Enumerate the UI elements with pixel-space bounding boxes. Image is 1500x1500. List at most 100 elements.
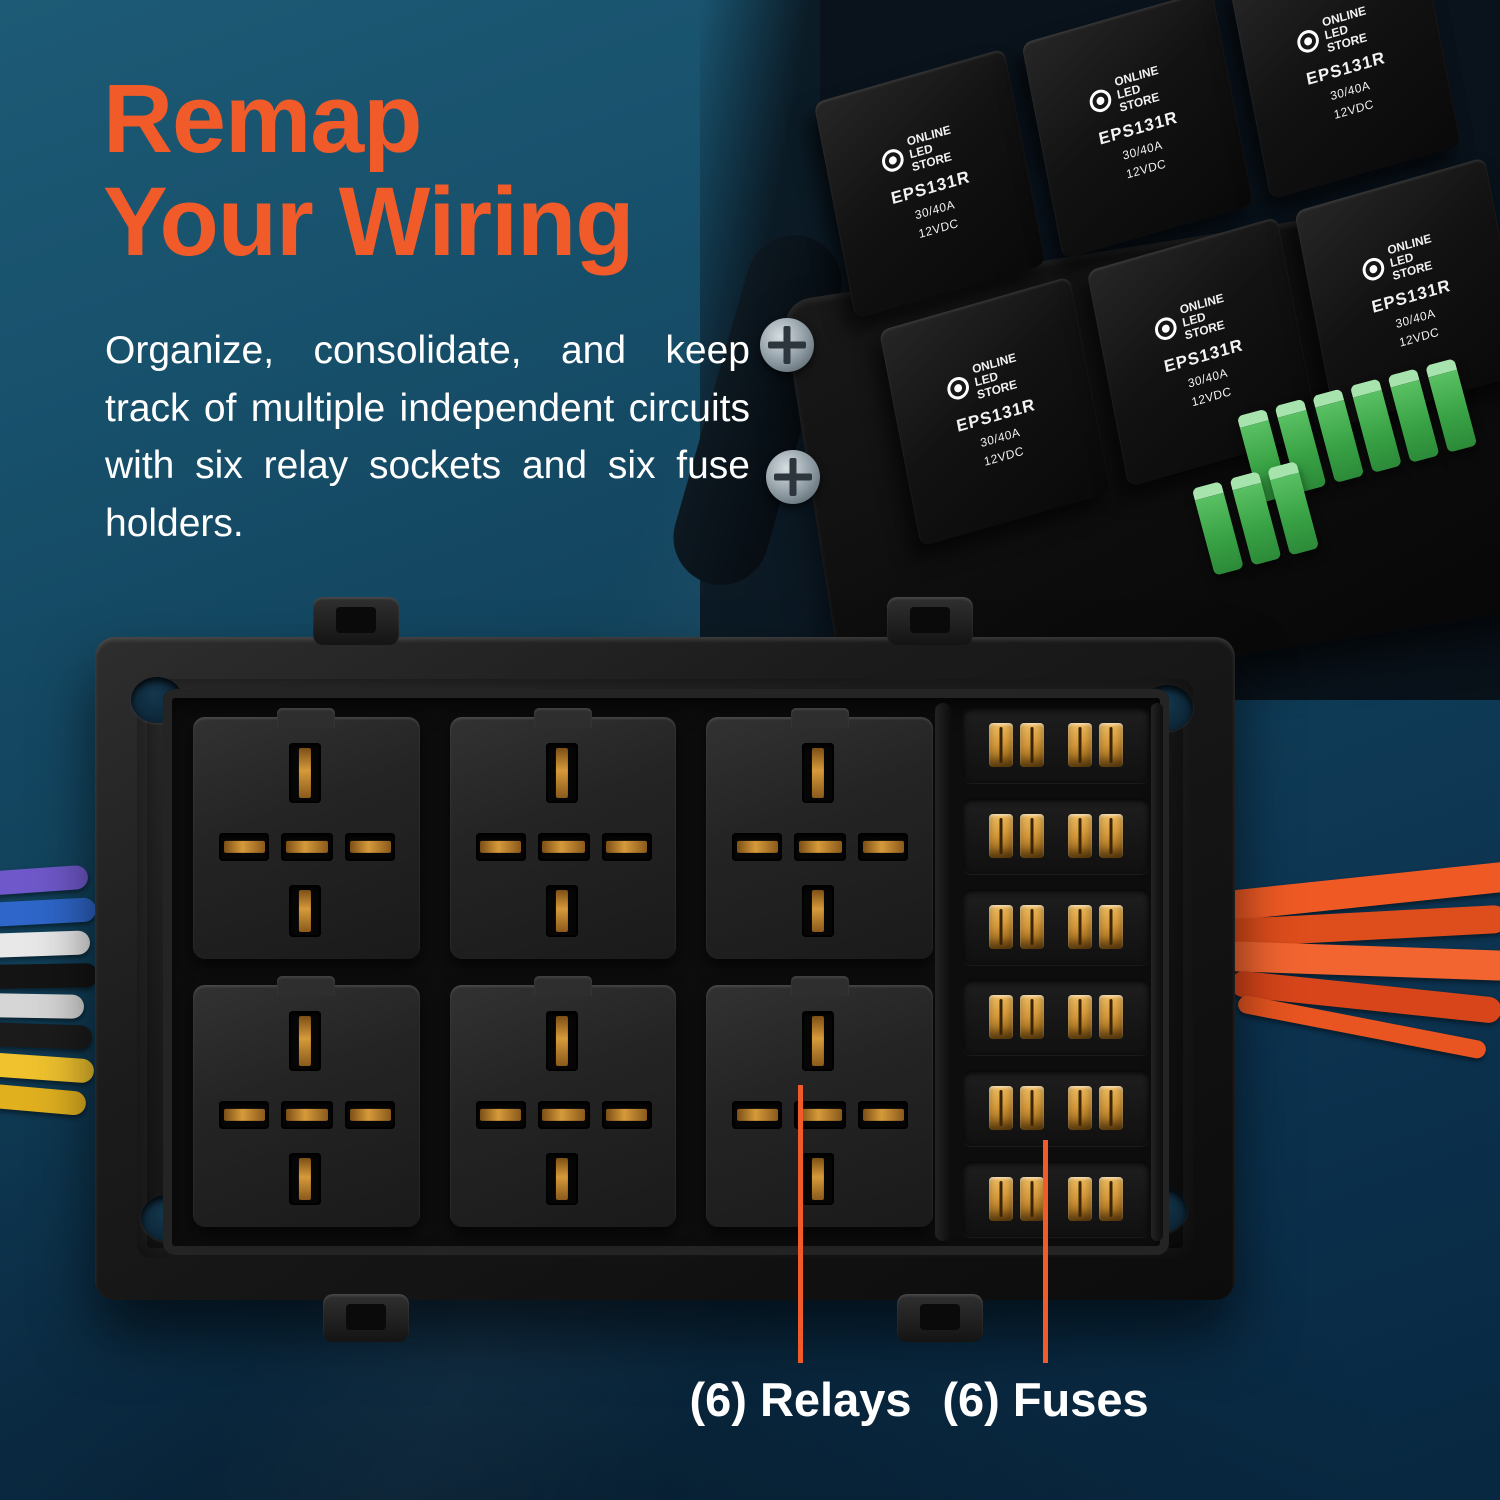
relay-socket-grid [193, 717, 933, 1227]
fuse-terminal [989, 995, 1044, 1040]
socket-slot [289, 1011, 321, 1071]
relay-cube: ONLINE LED STORE EPS131R 30/40A 12VDC [1021, 0, 1254, 259]
mounting-clip [887, 597, 973, 645]
relay-socket [449, 717, 677, 959]
socket-slot [345, 1101, 395, 1129]
brass-prong [1020, 995, 1044, 1040]
socket-slot [802, 743, 835, 803]
brass-prong [1020, 1176, 1044, 1221]
socket-slot [475, 1101, 526, 1129]
relays-leader-line [798, 1085, 803, 1363]
body-copy: Organize, consolidate, and keep track of… [105, 329, 750, 546]
fuse-holder [963, 979, 1149, 1056]
fuse-terminal [989, 1176, 1044, 1221]
wire-white [0, 993, 85, 1019]
brass-prong [1099, 995, 1123, 1040]
divider-wall [1151, 703, 1163, 1241]
led-store-logo-icon [944, 373, 971, 402]
socket-slot [732, 833, 783, 861]
socket-slot [601, 833, 652, 861]
headline-line-1: Remap [103, 64, 422, 173]
brass-prong [989, 995, 1013, 1040]
relay-socket [706, 985, 933, 1227]
fuse-terminal [989, 813, 1044, 858]
relay-brand-text: ONLINE LED STORE [905, 121, 953, 175]
socket-slot [281, 1101, 333, 1129]
socket-slot [545, 1153, 578, 1205]
brass-prong [989, 813, 1013, 858]
led-store-logo-icon [1360, 254, 1386, 283]
relay-socket [193, 717, 420, 959]
socket-slot [858, 1101, 909, 1129]
brass-prong [989, 723, 1013, 767]
relay-socket [449, 985, 677, 1227]
relay-socket [193, 985, 420, 1227]
socket-slot [281, 833, 333, 861]
socket-slot [475, 833, 526, 861]
relay-brand-text: ONLINE LED STORE [1113, 62, 1161, 116]
brass-prong [1068, 904, 1092, 949]
fuse-holder [963, 797, 1149, 874]
socket-slot [537, 833, 590, 861]
headline-line-2: Your Wiring [103, 166, 635, 276]
brass-prong [989, 904, 1013, 949]
relay-cube: ONLINE LED STORE EPS131R 30/40A 12VDC [1228, 0, 1462, 200]
wire-white [0, 930, 91, 958]
headline: Remap Your Wiring [103, 64, 635, 276]
fuse-holder-column [963, 707, 1149, 1237]
brass-prong [1068, 723, 1092, 767]
relay-socket [706, 717, 933, 959]
socket-slot [858, 833, 909, 861]
fuse-terminal [1068, 723, 1123, 767]
socket-slot [219, 833, 269, 861]
relay-brand-text: ONLINE LED STORE [970, 349, 1019, 403]
fuse-terminal [1068, 1086, 1123, 1131]
brass-prong [1020, 723, 1044, 767]
brass-prong [1099, 1086, 1123, 1131]
fuse-terminal [1068, 1176, 1123, 1221]
relays-callout-label: (6) Relays [689, 1373, 912, 1426]
mounting-clip [313, 597, 399, 645]
brass-prong [1068, 995, 1092, 1040]
socket-slot [545, 743, 578, 803]
fuse-holder [963, 707, 1149, 783]
socket-slot [289, 1153, 321, 1205]
fuse-terminal [989, 904, 1044, 949]
brass-prong [1020, 904, 1044, 949]
brass-prong [1020, 1086, 1044, 1131]
mounting-clip [323, 1294, 409, 1342]
brass-prong [1099, 904, 1123, 949]
fuse-terminal [989, 1086, 1044, 1131]
socket-slot [794, 833, 847, 861]
led-store-logo-icon [1294, 27, 1321, 56]
screw-icon [766, 450, 820, 504]
wire-black [0, 963, 99, 989]
fuses-leader-line [1043, 1140, 1048, 1363]
led-store-logo-icon [1152, 314, 1178, 342]
relay-brand-text: ONLINE LED STORE [1386, 230, 1434, 284]
socket-slot [219, 1101, 269, 1129]
socket-slot [802, 1153, 835, 1205]
fuse-terminal [989, 723, 1044, 767]
fuse-holder [963, 1160, 1149, 1237]
relay-brand-text: ONLINE LED STORE [1320, 2, 1369, 56]
socket-slot [545, 885, 578, 937]
brass-prong [1068, 1176, 1092, 1221]
brass-prong [1099, 813, 1123, 858]
relay-brand-text: ONLINE LED STORE [1178, 289, 1226, 343]
led-store-logo-icon [879, 146, 905, 175]
fuse-holder [963, 888, 1149, 965]
screw-icon [760, 318, 814, 372]
brass-prong [1068, 813, 1092, 858]
brass-prong [1068, 1086, 1092, 1131]
brass-prong [989, 1086, 1013, 1131]
socket-slot [545, 1011, 578, 1071]
fuse-terminal [1068, 995, 1123, 1040]
divider-wall [935, 703, 951, 1241]
fuse-terminal [1068, 813, 1123, 858]
socket-slot [601, 1101, 652, 1129]
socket-slot [289, 743, 321, 803]
mounting-clip [897, 1294, 983, 1342]
wire-black [0, 1022, 93, 1050]
